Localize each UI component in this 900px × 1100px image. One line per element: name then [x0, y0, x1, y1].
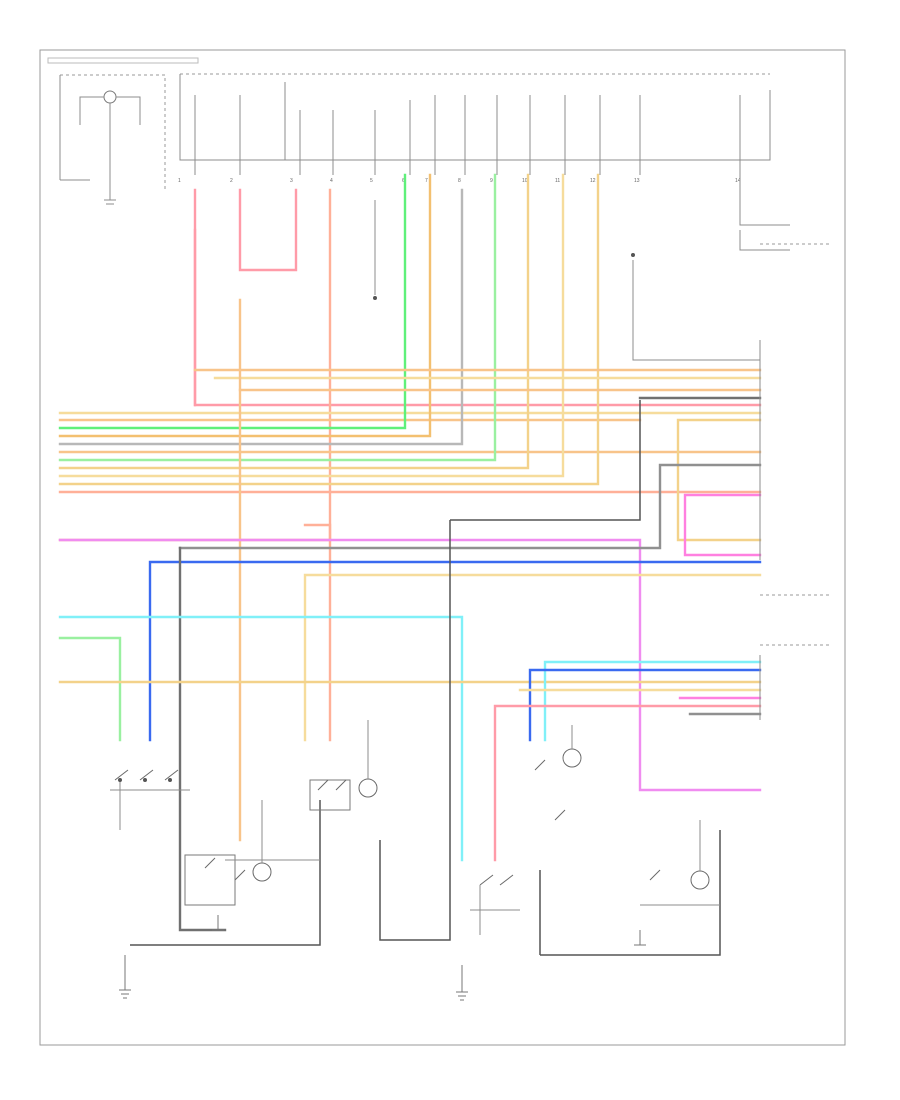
- right-top-labels: [373, 175, 830, 361]
- wire-red-1: [193, 188, 762, 407]
- wire-tan-5: [303, 573, 762, 742]
- svg-text:5: 5: [370, 178, 373, 184]
- svg-text:3: 3: [290, 178, 293, 184]
- wire-blue-1: [148, 560, 762, 742]
- svg-text:11: 11: [555, 178, 560, 184]
- wire-orange-2: [58, 173, 432, 438]
- wire-green-1: [58, 173, 407, 430]
- wire-tan-drop: [676, 418, 762, 542]
- svg-text:4: 4: [330, 178, 333, 184]
- wire-cyan-2: [543, 660, 762, 742]
- svg-text:10: 10: [522, 178, 528, 184]
- lumbar-block: [309, 720, 378, 811]
- wire-magenta-1: [58, 538, 762, 792]
- wire-red-3: [493, 704, 762, 862]
- wire-darkgray-2: [178, 546, 227, 932]
- main-harness-connector: 1 2 3 4 5 6 7 8 9 10 11 12 13 14: [178, 73, 771, 184]
- svg-text:6: 6: [402, 178, 405, 184]
- wire-gray-mid: [178, 463, 762, 550]
- svg-text:8: 8: [458, 178, 461, 184]
- wire-gray-1: [58, 188, 464, 446]
- mirror-motor-block: [184, 800, 320, 906]
- wire-harness: [58, 173, 762, 956]
- wire-lightgreen-2: [58, 636, 122, 742]
- passenger-motor-block: [534, 725, 720, 906]
- svg-text:14: 14: [735, 178, 741, 184]
- wire-pink-1: [683, 493, 762, 557]
- wire-salmon-vert: [303, 523, 332, 742]
- svg-text:12: 12: [590, 178, 596, 184]
- svg-text:1: 1: [178, 178, 181, 184]
- svg-text:2: 2: [230, 178, 233, 184]
- driver-seat-switch: [110, 769, 190, 830]
- svg-text:9: 9: [490, 178, 493, 184]
- wire-red-2: [238, 188, 298, 272]
- wire-blue-2: [528, 668, 762, 742]
- wire-lightgreen-1: [58, 173, 497, 462]
- right-connectors: [759, 340, 830, 720]
- diagram-frame: [39, 49, 846, 1046]
- svg-text:13: 13: [634, 178, 640, 184]
- top-left-block: [47, 57, 199, 205]
- svg-text:7: 7: [425, 178, 428, 184]
- passenger-seat-switch: [470, 874, 520, 935]
- wire-yellow-1: [58, 173, 565, 478]
- ground-symbols: [119, 915, 646, 1001]
- wire-tan-3: [58, 173, 530, 470]
- wire-cyan-1: [58, 615, 464, 862]
